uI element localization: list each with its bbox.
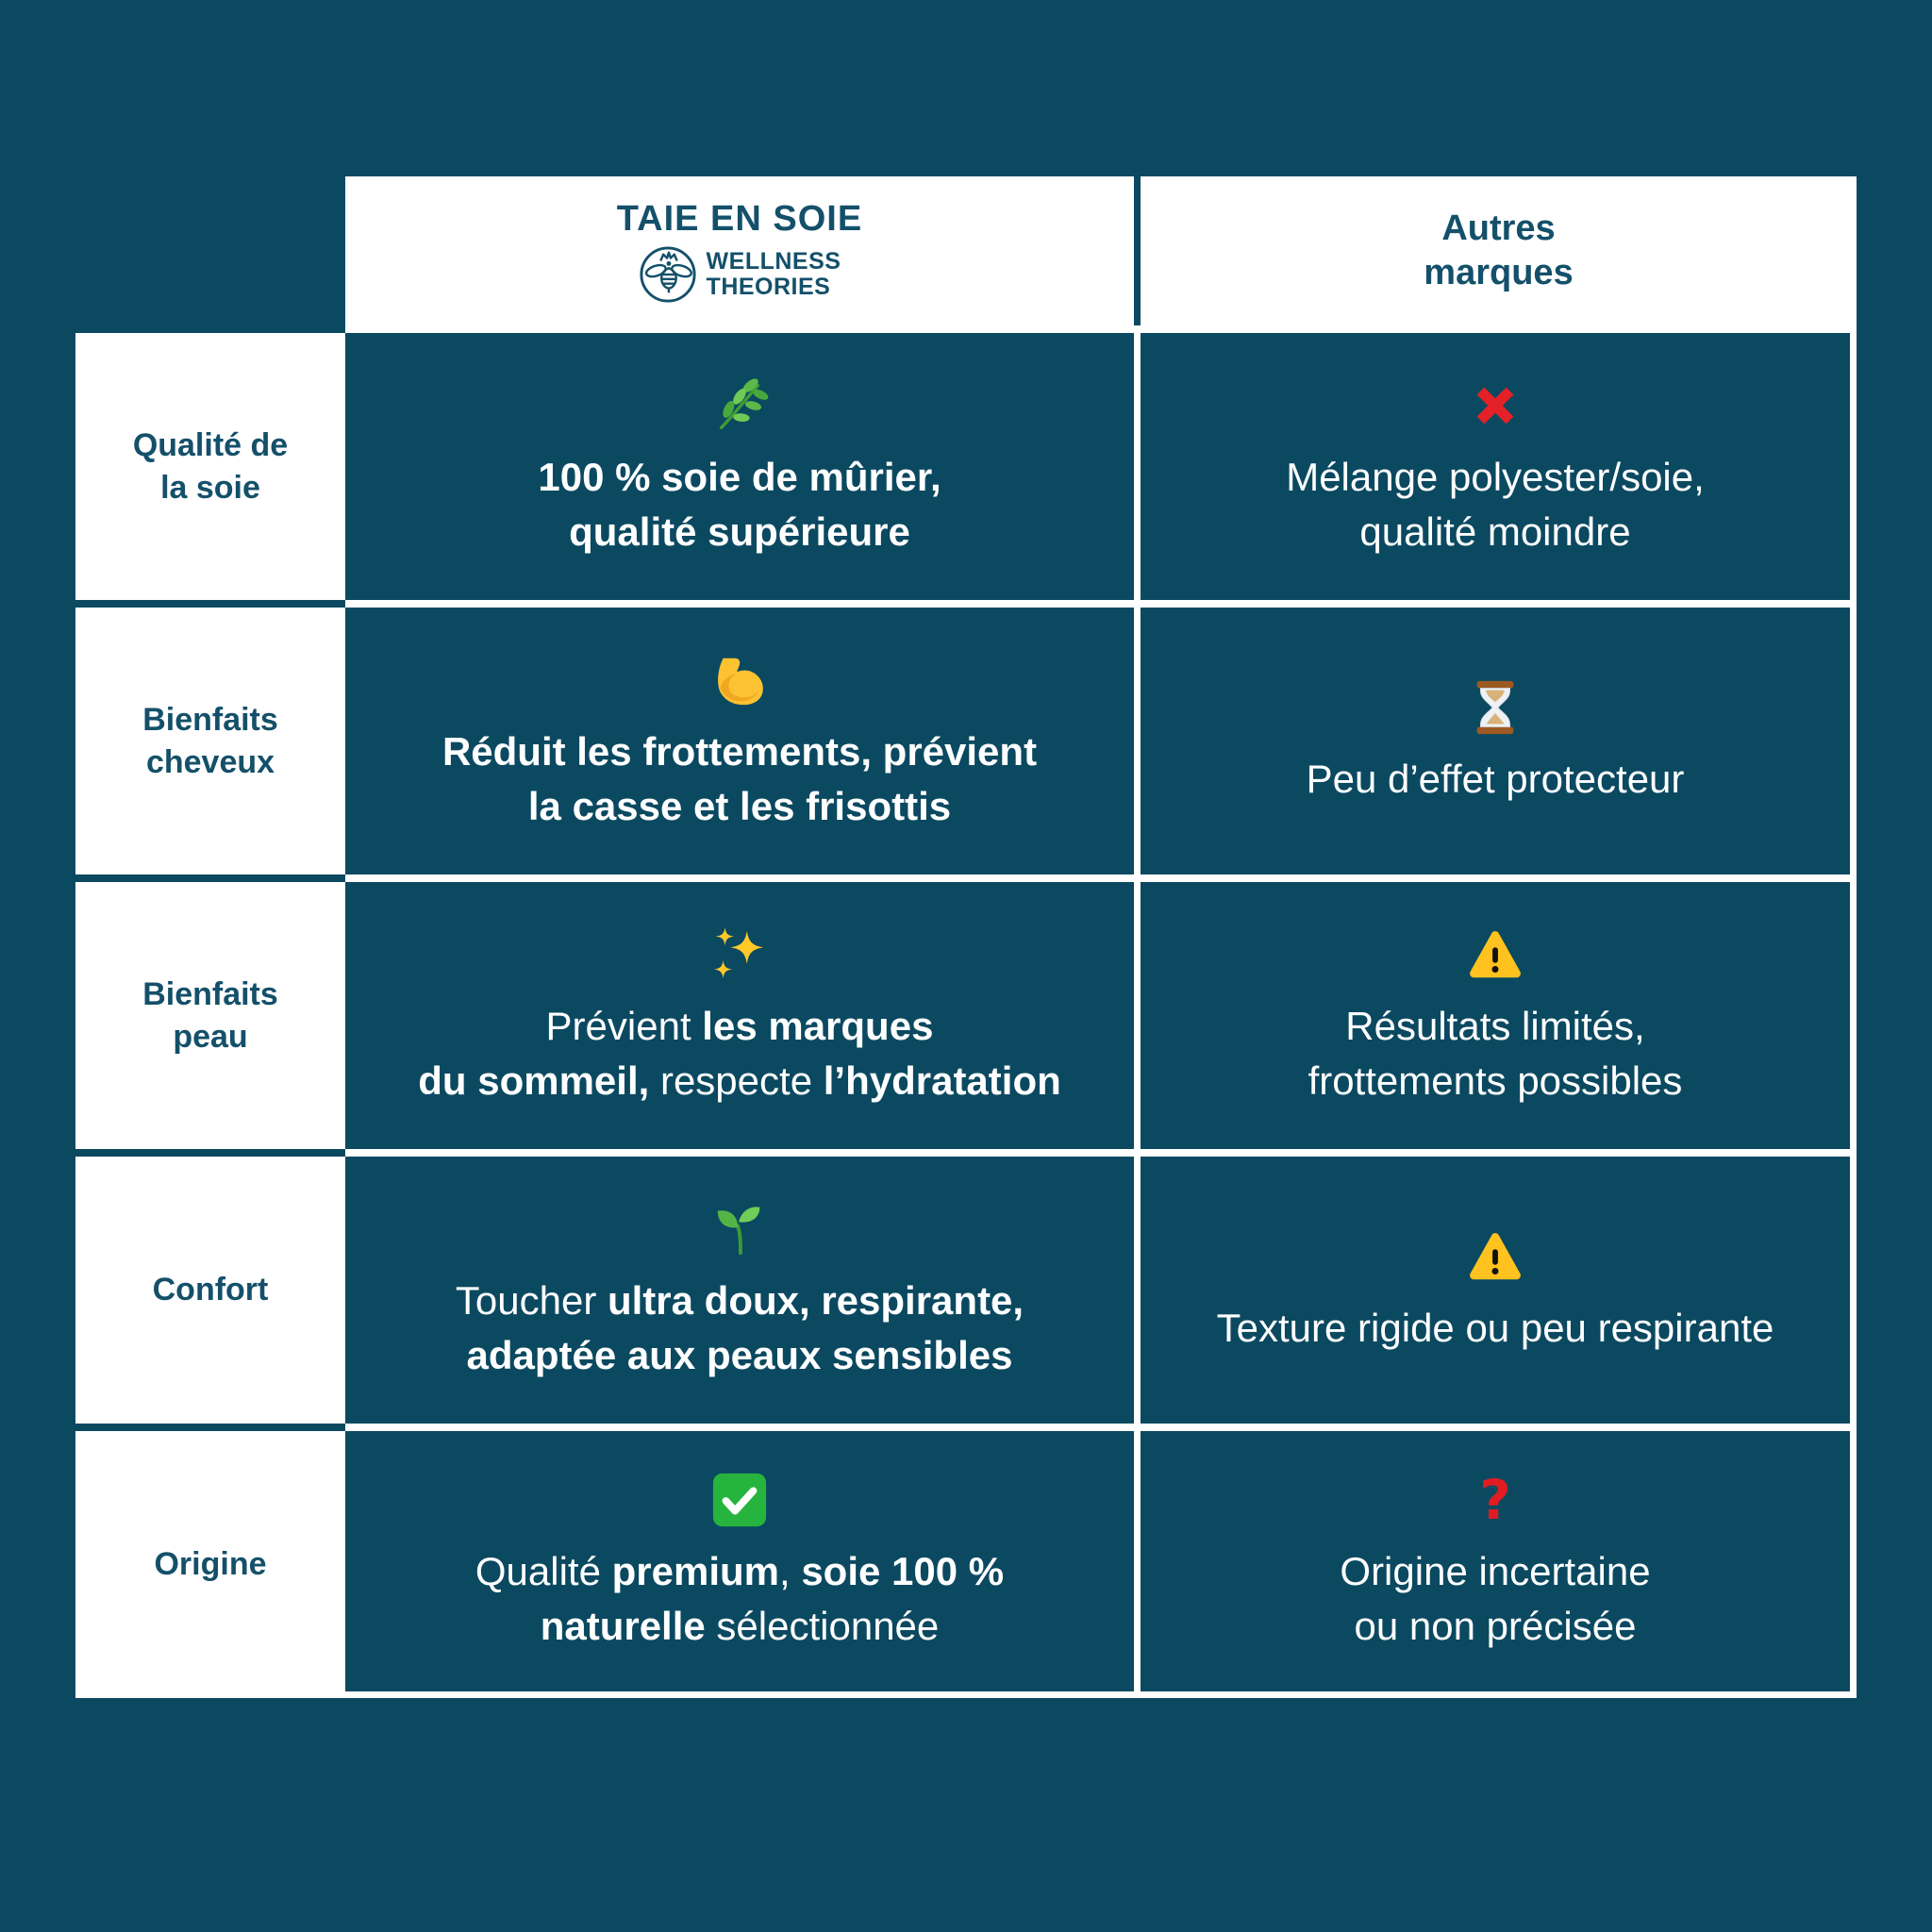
flexed-biceps-icon — [710, 649, 769, 711]
cell-hair-benefits-others: Peu d’effet protecteur — [1141, 608, 1850, 874]
cell-silk-quality-ours: 100 % soie de mûrier, qualité supérieure — [345, 333, 1134, 600]
row-label-silk-quality: Qualité de la soie — [75, 333, 345, 600]
brand-line1: WELLNESS — [706, 247, 841, 275]
brand-line2: THEORIES — [706, 273, 831, 300]
cell-hair-benefits-ours: Réduit les frottements, prévient la cass… — [345, 608, 1134, 874]
text-segment: Prévient — [545, 1003, 703, 1048]
bee-crown-logo-icon — [639, 245, 697, 304]
cell-text: Réduit les frottements, prévient la cass… — [442, 724, 1037, 834]
cell-origin-ours: Qualité premium, soie 100 % naturelle sé… — [345, 1431, 1134, 1691]
cell-text: Origine incertaine ou non précisée — [1340, 1544, 1650, 1654]
table-panel: TAIE EN SOIE WELLNESS THEORIES Autres ma… — [345, 176, 1857, 1698]
cell-text: Peu d’effet protecteur — [1307, 752, 1685, 807]
row-label-skin-benefits: Bienfaits peau — [75, 882, 345, 1149]
text-segment: ultra doux, respirante, adaptée aux peau… — [466, 1277, 1024, 1377]
herb-icon — [710, 375, 769, 437]
question-mark-icon: ? — [1479, 1468, 1511, 1533]
cell-text: 100 % soie de mûrier, qualité supérieure — [538, 450, 941, 559]
text-segment: l’hydratation — [823, 1058, 1061, 1103]
warning-icon — [1466, 1225, 1524, 1288]
cross-mark-icon — [1466, 375, 1524, 437]
cell-text: Résultats limités, frottements possibles — [1308, 999, 1683, 1108]
row-label-comfort: Confort — [75, 1157, 345, 1424]
warning-icon — [1466, 924, 1524, 986]
sparkles-icon — [710, 924, 769, 986]
brand-row: WELLNESS THEORIES — [639, 245, 841, 304]
row-label-hair-benefits: Bienfaits cheveux — [75, 608, 345, 874]
text-segment: Peu d’effet protecteur — [1306, 756, 1685, 801]
text-segment: Origine incertaine ou non précisée — [1340, 1549, 1651, 1648]
cell-text: Texture rigide ou peu respirante — [1217, 1301, 1774, 1356]
hourglass-icon — [1466, 676, 1524, 739]
header-divider — [1134, 176, 1141, 325]
brand-name: WELLNESS THEORIES — [706, 247, 841, 300]
cell-comfort-ours: Toucher ultra doux, respirante, adaptée … — [345, 1157, 1134, 1424]
cell-skin-benefits-ours: Prévient les marques du sommeil, respect… — [345, 882, 1134, 1149]
text-segment: Résultats limités, frottements possibles — [1307, 1003, 1683, 1103]
text-segment: Texture rigide ou peu respirante — [1216, 1305, 1774, 1350]
text-segment: , — [778, 1549, 802, 1594]
cell-skin-benefits-others: Résultats limités, frottements possibles — [1141, 882, 1850, 1149]
check-mark-button-icon — [710, 1469, 769, 1531]
cell-silk-quality-others: Mélange polyester/soie, qualité moindre — [1141, 333, 1850, 600]
cell-origin-others: ? Origine incertaine ou non précisée — [1141, 1431, 1850, 1691]
text-segment: premium — [611, 1549, 779, 1594]
seedling-icon — [710, 1198, 769, 1260]
cell-text: Toucher ultra doux, respirante, adaptée … — [456, 1274, 1024, 1383]
cell-text: Qualité premium, soie 100 % naturelle sé… — [475, 1544, 1004, 1654]
text-segment: respecte — [649, 1058, 824, 1103]
text-segment: Mélange polyester/soie, qualité moindre — [1286, 454, 1705, 554]
text-segment: Qualité — [475, 1549, 612, 1594]
header-cell-ours: TAIE EN SOIE WELLNESS THEORIES — [345, 176, 1134, 325]
header-cell-others: Autres marques — [1141, 176, 1857, 325]
text-segment: 100 % soie de mûrier, qualité supérieure — [538, 454, 941, 554]
row-label-origin: Origine — [75, 1431, 345, 1698]
cell-comfort-others: Texture rigide ou peu respirante — [1141, 1157, 1850, 1424]
text-segment: soie 100 % naturelle — [540, 1549, 1005, 1648]
cell-text: Mélange polyester/soie, qualité moindre — [1286, 450, 1705, 559]
cell-text: Prévient les marques du sommeil, respect… — [418, 999, 1061, 1108]
text-segment: sélectionnée — [705, 1604, 940, 1648]
text-segment: Réduit les frottements, prévient la cass… — [441, 728, 1038, 828]
ours-title: TAIE EN SOIE — [616, 198, 863, 239]
text-segment: Toucher — [455, 1277, 608, 1323]
text-segment: les marques du sommeil, — [418, 1003, 934, 1103]
